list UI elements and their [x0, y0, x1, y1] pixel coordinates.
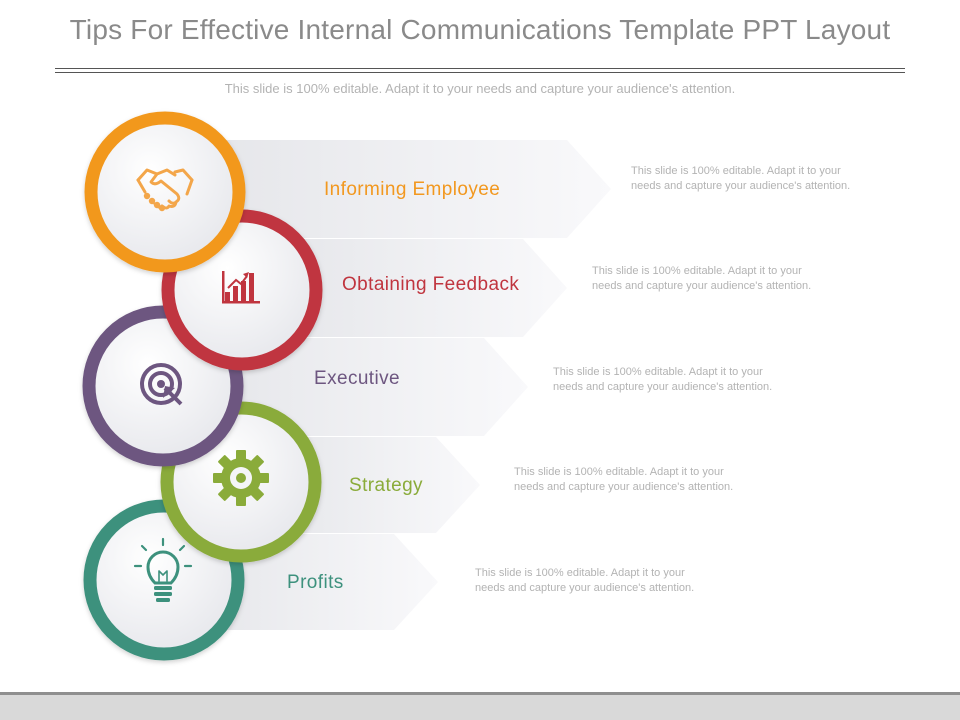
step-1-circle [84, 111, 246, 273]
step-1-label: Informing Employee [324, 179, 501, 200]
slide-title: Tips For Effective Internal Communicatio… [69, 14, 891, 45]
handshake-icon [136, 168, 194, 212]
step-2-description: This slide is 100% editable. Adapt it to… [592, 265, 812, 292]
step-1-description: This slide is 100% editable. Adapt it to… [631, 165, 851, 192]
title-divider-bottom [55, 72, 905, 73]
step-5-label: Profits [287, 572, 344, 593]
step-3-description: This slide is 100% editable. Adapt it to… [553, 366, 773, 393]
title-divider-top [55, 68, 905, 69]
step-5-description: This slide is 100% editable. Adapt it to… [475, 567, 695, 594]
footer-bar [0, 695, 960, 720]
target-icon [140, 363, 183, 406]
slide-subtitle: This slide is 100% editable. Adapt it to… [224, 81, 736, 96]
step-4-description: This slide is 100% editable. Adapt it to… [514, 466, 734, 493]
step-2-arrow [240, 239, 567, 337]
step-2-label: Obtaining Feedback [342, 274, 520, 295]
step-4-label: Strategy [349, 475, 423, 496]
step-1-arrow [165, 140, 611, 238]
bar-chart-icon [222, 271, 260, 304]
step-3-label: Executive [314, 368, 400, 389]
gear-icon [213, 450, 269, 506]
footer-divider [0, 692, 960, 695]
lightbulb-icon [133, 537, 193, 602]
